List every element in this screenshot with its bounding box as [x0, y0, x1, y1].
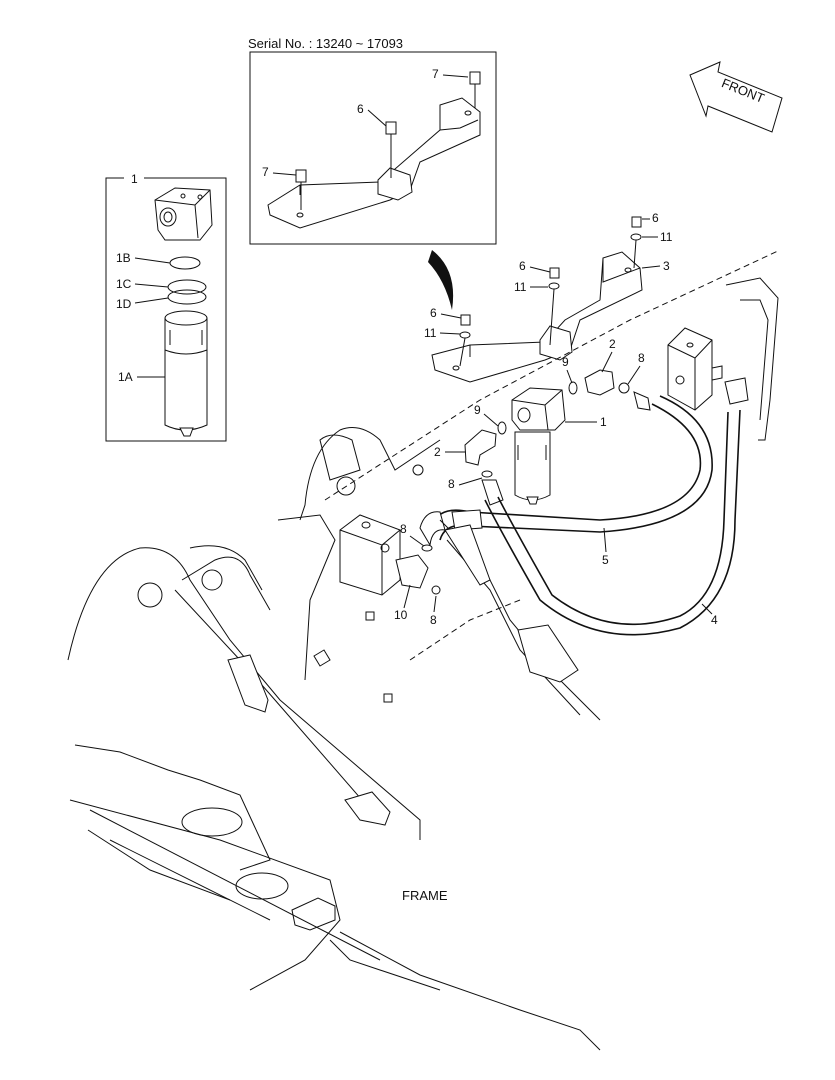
o-ring-1d: [167, 289, 207, 305]
callout-2-left: 2: [434, 445, 441, 459]
callout-1: 1: [600, 415, 607, 429]
callout-8-right: 8: [638, 351, 645, 365]
callout-inset-6: 6: [357, 102, 364, 116]
callout-6-top: 6: [652, 211, 659, 225]
filter-assembly-drawing: [511, 387, 566, 505]
callout-inset-7a: 7: [432, 67, 439, 81]
callout-filter-title: 1: [131, 172, 138, 186]
callout-inset-7b: 7: [262, 165, 269, 179]
frame-structure-drawing: [67, 249, 781, 1051]
front-arrow-icon: FRONT: [689, 61, 783, 133]
callout-8-valve: 8: [400, 522, 407, 536]
callout-2-right: 2: [609, 337, 616, 351]
inset-bracket-drawing: [267, 71, 481, 229]
inset-pointer-arrow: [428, 250, 454, 310]
main-bracket-drawing: [431, 216, 643, 383]
serial-inset: Serial No. : 13240 ~ 17093 7 6 7: [248, 36, 497, 245]
frame-label: FRAME: [402, 888, 448, 903]
callout-1c: 1C: [116, 277, 132, 291]
callout-11-mid: 11: [514, 280, 527, 294]
callout-6-low: 6: [430, 306, 437, 320]
callout-6-mid: 6: [519, 259, 526, 273]
fittings-left-drawing: [464, 421, 507, 506]
filter-element-1a: [164, 317, 208, 431]
hoses-drawing: [419, 377, 749, 636]
o-ring-1b: [169, 256, 201, 270]
callout-9-right: 9: [562, 355, 569, 369]
callout-1d: 1D: [116, 297, 132, 311]
valve-block-right: [667, 277, 779, 441]
callout-1a: 1A: [118, 370, 133, 384]
callout-9-left: 9: [474, 403, 481, 417]
callout-8-left: 8: [448, 477, 455, 491]
callout-8-bottom: 8: [430, 613, 437, 627]
serial-inset-frame: [249, 51, 497, 245]
filter-detail-frame: [105, 177, 227, 442]
filter-detail-box: 1 1B 1C 1D 1A: [105, 171, 227, 442]
callout-11-top: 11: [660, 230, 673, 244]
valve-block-left: [339, 514, 441, 596]
callout-11-low: 11: [424, 326, 437, 340]
callout-10: 10: [394, 608, 408, 622]
callout-3: 3: [663, 259, 670, 273]
fittings-right-drawing: [568, 369, 651, 411]
callout-1b: 1B: [116, 251, 131, 265]
callout-5: 5: [602, 553, 609, 567]
serial-label: Serial No. : 13240 ~ 17093: [248, 36, 403, 51]
callout-4: 4: [711, 613, 718, 627]
